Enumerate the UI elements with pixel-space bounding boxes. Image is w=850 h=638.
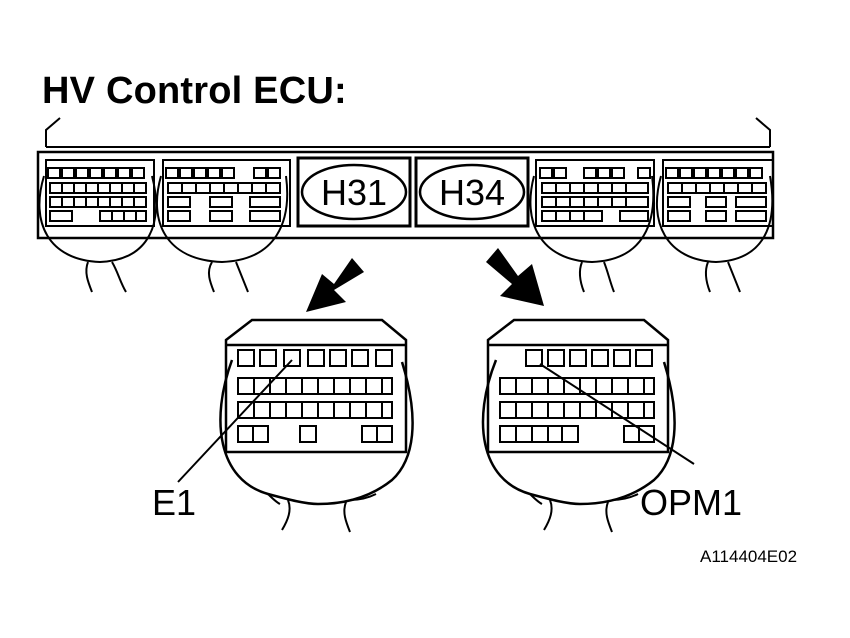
ecu-connector-1 — [38, 159, 157, 293]
h31-connector-detail — [219, 318, 414, 533]
diagram-title: HV Control ECU: — [42, 70, 347, 112]
connector-label-h34: H34 — [439, 172, 505, 213]
figure-id: A114404E02 — [700, 547, 798, 566]
arrow-to-h31-detail — [306, 258, 364, 312]
ecu-connector-2 — [156, 159, 291, 293]
ecu-connector-6 — [656, 159, 774, 293]
ecu-connector-h34-slot — [414, 156, 530, 228]
e1-leader-line — [177, 359, 293, 483]
terminal-label-e1: E1 — [152, 482, 197, 523]
ecu-connector-h31-slot — [296, 156, 412, 228]
terminal-label-opm1: OPM1 — [640, 482, 743, 523]
h34-connector-detail — [481, 318, 676, 533]
ecu-connector-5 — [529, 159, 655, 293]
arrow-to-h34-detail — [486, 248, 544, 306]
opm1-leader-line — [539, 363, 695, 465]
connector-label-h31: H31 — [321, 172, 387, 213]
